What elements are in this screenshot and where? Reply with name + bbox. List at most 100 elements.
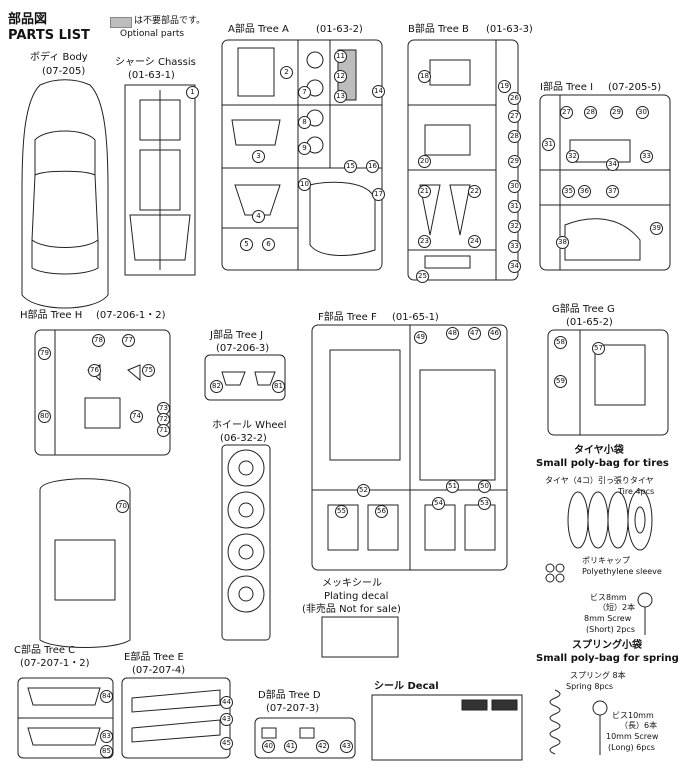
cap-en: Polyethylene sleeve bbox=[582, 567, 662, 576]
part-number-f-53: 53 bbox=[478, 497, 491, 510]
part-number-b-18: 18 bbox=[418, 70, 431, 83]
plating-note: (非売品 Not for sale) bbox=[302, 604, 401, 615]
part-number-i-29: 29 bbox=[610, 106, 623, 119]
tree-j-code: (07-206-3) bbox=[216, 343, 270, 354]
part-number-c-84: 84 bbox=[100, 690, 113, 703]
spring-jp: スプリング 8本 bbox=[570, 671, 626, 680]
part-number-g-58: 58 bbox=[554, 336, 567, 349]
tree-c-label: C部品 Tree C bbox=[14, 645, 76, 656]
part-number-b-27: 27 bbox=[508, 110, 521, 123]
part-number-b-28: 28 bbox=[508, 130, 521, 143]
part-number-d-42: 42 bbox=[316, 740, 329, 753]
short-screw-en: 8mm Screw bbox=[584, 614, 632, 623]
part-number-f-49: 49 bbox=[414, 331, 427, 344]
part-number-i-31: 31 bbox=[542, 138, 555, 151]
tree-a-label: A部品 Tree A bbox=[228, 24, 289, 35]
plating-title-en: Plating decal bbox=[324, 591, 389, 602]
part-number-f-48: 48 bbox=[446, 327, 459, 340]
long-screw-jp: ビス10mm bbox=[612, 711, 654, 720]
tree-b-code: (01-63-3) bbox=[486, 24, 533, 35]
decal-label: シール Decal bbox=[374, 681, 439, 692]
part-number-f-47: 47 bbox=[468, 327, 481, 340]
part-number-b-24: 24 bbox=[468, 235, 481, 248]
tree-c-code: (07-207-1・2) bbox=[20, 658, 90, 669]
part-number-a-3: 3 bbox=[252, 150, 265, 163]
tree-c-runner bbox=[17, 677, 114, 759]
tree-e-label: E部品 Tree E bbox=[124, 652, 184, 663]
part-number-h-77: 77 bbox=[122, 334, 135, 347]
part-number-i-36: 36 bbox=[578, 185, 591, 198]
part-number-f-46: 46 bbox=[488, 327, 501, 340]
part-number-b-33: 33 bbox=[508, 240, 521, 253]
tree-f-runner bbox=[311, 324, 508, 571]
part-number-b-20: 20 bbox=[418, 155, 431, 168]
tree-e-runner bbox=[121, 677, 231, 759]
tree-f-label: F部品 Tree F bbox=[318, 312, 377, 323]
part-number-a-11: 11 bbox=[334, 50, 347, 63]
tree-i-code: (07-205-5) bbox=[608, 82, 662, 93]
part-number-i-34: 34 bbox=[606, 158, 619, 171]
part-number-e-44: 44 bbox=[220, 696, 233, 709]
tree-d-code: (07-207-3) bbox=[266, 703, 320, 714]
short-screw-jp: ビス8mm bbox=[590, 593, 627, 602]
part-number-i-35: 35 bbox=[562, 185, 575, 198]
part-number-i-38: 38 bbox=[556, 236, 569, 249]
part-number-i-32: 32 bbox=[566, 150, 579, 163]
tree-h-code: (07-206-1・2) bbox=[96, 310, 166, 321]
tree-j-runner bbox=[204, 354, 286, 401]
chassis-code: (01-63-1) bbox=[128, 70, 175, 81]
part-number-b-22: 22 bbox=[468, 185, 481, 198]
chassis-drawing bbox=[124, 84, 196, 276]
part-number-f-56: 56 bbox=[375, 505, 388, 518]
tire-jp: タイヤ（4コ）引っ張りタイヤ bbox=[545, 476, 654, 485]
tree-g-label: G部品 Tree G bbox=[552, 304, 615, 315]
part-number-a-2: 2 bbox=[280, 66, 293, 79]
part-number-b-25: 25 bbox=[416, 270, 429, 283]
tree-a-code: (01-63-2) bbox=[316, 24, 363, 35]
part-number-b-30: 30 bbox=[508, 180, 521, 193]
part-number-a-14: 14 bbox=[372, 85, 385, 98]
tires-drawing bbox=[545, 489, 653, 635]
legend-en: Optional parts bbox=[120, 29, 185, 39]
part-number-b-21: 21 bbox=[418, 185, 431, 198]
body-code: (07-205) bbox=[42, 66, 86, 77]
part-number-a-10: 10 bbox=[298, 178, 311, 191]
tree-f-code: (01-65-1) bbox=[392, 312, 439, 323]
part-number-a-16: 16 bbox=[366, 160, 379, 173]
part-number-f-50: 50 bbox=[478, 480, 491, 493]
wheel-code: (06-32-2) bbox=[220, 433, 267, 444]
part-number-h-71: 71 bbox=[157, 424, 170, 437]
part-number-a-12: 12 bbox=[334, 70, 347, 83]
part-number-a-8: 8 bbox=[298, 116, 311, 129]
long-screw-en2: (Long) 6pcs bbox=[608, 743, 655, 752]
body-shell-drawing bbox=[21, 79, 109, 309]
part-number-f-55: 55 bbox=[335, 505, 348, 518]
tire-en: Tire 4pcs bbox=[618, 487, 655, 496]
part-number-c-85: 85 bbox=[100, 745, 113, 758]
part-number-a-6: 6 bbox=[262, 238, 275, 251]
part-number-a-17: 17 bbox=[372, 188, 385, 201]
body-label: ボディ Body bbox=[30, 52, 88, 63]
part-number-h-76: 76 bbox=[88, 364, 101, 377]
part-number-a-5: 5 bbox=[240, 238, 253, 251]
part-number-c-83: 83 bbox=[100, 730, 113, 743]
tree-j-label: J部品 Tree J bbox=[210, 330, 264, 341]
part-number-b-34: 34 bbox=[508, 260, 521, 273]
tire-bag-title-en: Small poly-bag for tires bbox=[536, 458, 669, 469]
legend-jp: は不要部品です。 bbox=[134, 16, 206, 26]
short-screw-en2: (Short) 2pcs bbox=[586, 625, 635, 634]
part-number-h-79: 79 bbox=[38, 347, 51, 360]
long-screw-en: 10mm Screw bbox=[606, 732, 659, 741]
part-number-i-33: 33 bbox=[640, 150, 653, 163]
part-number-d-40: 40 bbox=[262, 740, 275, 753]
part-number-b-19: 19 bbox=[498, 80, 511, 93]
page-title-jp: 部品図 bbox=[8, 12, 48, 27]
part-number-b-26: 26 bbox=[508, 92, 521, 105]
spring-bag-title-jp: スプリング小袋 bbox=[572, 640, 642, 651]
part-number-a-7: 7 bbox=[298, 86, 311, 99]
part-number-j-81: 81 bbox=[272, 380, 285, 393]
page-title-en: PARTS LIST bbox=[8, 28, 90, 43]
tree-d-label: D部品 Tree D bbox=[258, 690, 321, 701]
part-number-i-30: 30 bbox=[636, 106, 649, 119]
